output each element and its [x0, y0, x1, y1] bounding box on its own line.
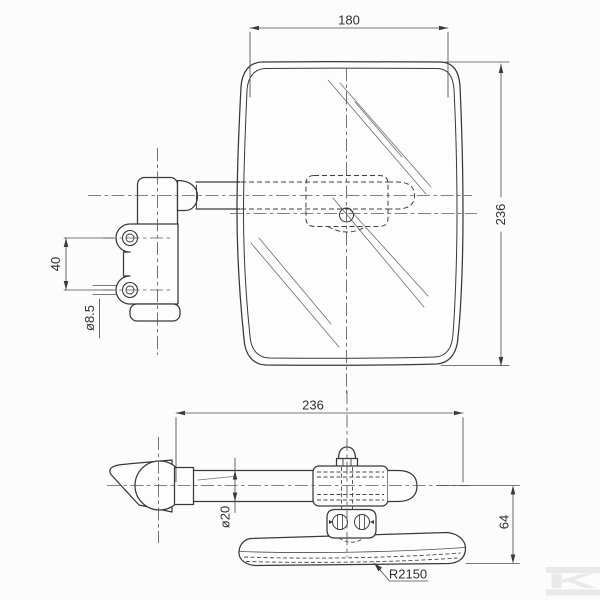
k-logo-watermark: K [546, 567, 600, 596]
mirror-housing-plan [238, 531, 467, 567]
front-view-centerlines [88, 68, 477, 397]
arm-assembly-plan [109, 446, 418, 513]
watermark-letter: K [547, 570, 597, 593]
dim-front-height: 236 [440, 61, 510, 367]
mount-screw-right [354, 514, 370, 530]
mount-screw-left [332, 514, 348, 530]
mirror-inner-rim [243, 67, 458, 359]
arm-end-cap-hidden [388, 181, 416, 210]
backplate-outline [305, 175, 389, 227]
hidden-arm-and-backplate [241, 175, 416, 233]
dim-label-glass-radius: R2150 [389, 567, 427, 582]
mirror-mount-bracket-plan [326, 508, 377, 543]
dim-label-arm-diameter: ø20 [218, 506, 233, 528]
housing-profile [238, 531, 467, 567]
arm-collar [173, 466, 195, 506]
dim-label-front-width: 180 [338, 13, 360, 28]
dim-hole-spacing: 40 [48, 237, 114, 291]
front-view: 180 236 40 ø8.5 [48, 13, 510, 397]
dim-label-side-depth: 64 [497, 515, 512, 529]
glass-reflection-lines [250, 79, 432, 348]
dim-label-hole-spacing: 40 [48, 257, 63, 271]
arm-end-cap [388, 469, 418, 503]
plan-view-centerlines [107, 391, 470, 557]
dim-arm-diameter: ø20 [218, 457, 238, 528]
post-bottom-cap [129, 303, 181, 322]
dim-label-side-length: 236 [302, 398, 324, 413]
backplate-tongue [327, 226, 367, 233]
dim-side-length: 236 [175, 398, 464, 483]
dim-glass-radius: R2150 [373, 562, 429, 582]
dim-label-hole-diameter: ø8.5 [82, 305, 97, 331]
mounting-bracket-front [115, 223, 181, 322]
plan-view: 236 ø20 64 R2150 [107, 391, 520, 582]
dim-label-front-height: 236 [493, 204, 508, 226]
dim-hole-diameter: ø8.5 [82, 285, 118, 339]
dim-side-depth: 64 [436, 485, 520, 564]
watermark-bar-bottom [546, 589, 600, 596]
dim-front-width: 180 [249, 13, 449, 98]
watermark-bar-top [546, 567, 600, 573]
housing-rim-seam [239, 547, 466, 554]
